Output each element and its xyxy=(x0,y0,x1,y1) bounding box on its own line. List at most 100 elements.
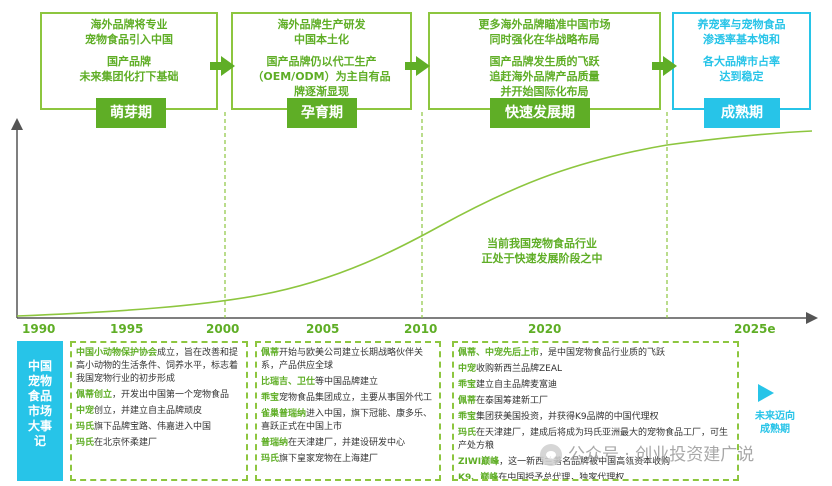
event-description: 宠物食品集团成立，主要从事国外代工 xyxy=(279,393,433,403)
event-subject: ZIWI巅峰 xyxy=(458,457,500,467)
event-item: 普瑞纳在天津建厂，并建设研发中心 xyxy=(261,437,435,450)
phase-text-line: 宠物食品引入中国 xyxy=(85,33,173,46)
event-description: ，是中国宠物食品行业质的飞跃 xyxy=(539,348,666,358)
future-note: 未来迈向 成熟期 xyxy=(745,410,805,436)
phase-text-line: 国产品牌仍以代工生产 xyxy=(266,55,377,68)
event-subject: 中国小动物保护协会 xyxy=(76,348,158,358)
year-label: 1995 xyxy=(110,322,144,336)
event-description: 等中国品牌建立 xyxy=(315,377,379,387)
event-subject: 乖宝 xyxy=(261,393,280,403)
event-subject: 乖宝 xyxy=(458,380,477,390)
side-title-line: 市场 xyxy=(27,404,52,418)
phase-text-line: 未来集团化打下基础 xyxy=(79,70,179,83)
event-item: 佩蒂、中宠先后上市，是中国宠物食品行业质的飞跃 xyxy=(458,347,733,360)
event-item: 中国小动物保护协会成立，旨在改善和提高小动物的生活条件、饲养水平，标志着我国宠物… xyxy=(76,347,242,386)
phase-text-line: 更多海外品牌瞄准中国市场 xyxy=(478,18,611,31)
phase-text-line: 国产品牌发生质的飞跃 xyxy=(489,55,600,68)
event-subject: 佩蒂 xyxy=(458,396,477,406)
future-arrow-icon xyxy=(758,384,774,402)
year-label: 2000 xyxy=(206,322,240,336)
phase-box-incubation: 海外品牌生产研发中国本土化国产品牌仍以代工生产 （OEM/ODM）为主自有品牌逐渐… xyxy=(231,12,412,110)
event-description: 创立，并建立自主品牌顽皮 xyxy=(94,406,203,416)
event-item: 玛氏旗下品牌宝路、伟嘉进入中国 xyxy=(76,421,242,434)
growth-curve xyxy=(16,130,813,317)
phase-text-line: 养宠率与宠物食品 xyxy=(697,18,786,31)
side-title-line: 记 xyxy=(33,434,46,448)
phase-text-line xyxy=(430,47,659,54)
phase-label-mature: 成熟期 xyxy=(704,98,780,128)
wechat-icon xyxy=(540,444,562,466)
future-note-line: 成熟期 xyxy=(760,424,790,435)
watermark-text: 公众号 · 创业投资建广说 xyxy=(568,445,755,465)
phase-text-line xyxy=(233,47,410,54)
event-description: 建立自主品牌麦富迪 xyxy=(476,380,558,390)
current-stage-line: 当前我国宠物食品行业 xyxy=(487,237,597,250)
events-2000s: 佩蒂开始与欧美公司建立长期战略伙伴关系，产品供应全球比瑞吉、卫仕等中国品牌建立乖… xyxy=(255,341,441,481)
phase-box-germination: 海外品牌将专业宠物食品引入中国国产品牌未来集团化打下基础 xyxy=(40,12,218,110)
event-item: 佩蒂创立，开发出中国第一个宠物食品 xyxy=(76,389,242,402)
event-item: 佩蒂在泰国筹建新工厂 xyxy=(458,395,733,408)
event-subject: 佩蒂、中宠先后上市 xyxy=(458,348,540,358)
phase-text-line: 国产品牌 xyxy=(107,55,151,68)
side-title-line: 食品 xyxy=(27,389,52,403)
phase-text-line: （OEM/ODM）为主自有品 xyxy=(252,70,391,83)
event-description: 开始与欧美公司建立长期战略伙伴关系，产品供应全球 xyxy=(261,348,424,371)
event-item: K9、巅峰在中国授予总代理，独家代理权 xyxy=(458,472,733,481)
event-item: 比瑞吉、卫仕等中国品牌建立 xyxy=(261,376,435,389)
phase-box-mature: 养宠率与宠物食品渗透率基本饱和各大品牌市占率达到稳定 xyxy=(672,12,811,110)
events-1990s: 中国小动物保护协会成立，旨在改善和提高小动物的生活条件、饲养水平，标志着我国宠物… xyxy=(70,341,248,481)
event-description: ，这一新西兰著名品牌被中国高瓴资本收购 xyxy=(499,457,671,467)
event-description: 在天津建厂，并建设研发中心 xyxy=(288,438,406,448)
phase-text-line: 海外品牌将专业 xyxy=(90,18,168,31)
year-label: 2020 xyxy=(528,322,562,336)
event-description: ，开发出中国第一个宠物食品 xyxy=(112,390,230,400)
phase-text-line: 牌逐渐显现 xyxy=(294,85,349,98)
event-description: 收购新西兰品牌ZEAL xyxy=(476,364,563,374)
event-description: 成立，旨在改善和提高小动物的生活条件、饲养水平，标志着我国宠物行业的初步形成 xyxy=(76,348,239,384)
phase-arrow-icon xyxy=(405,56,430,76)
phase-text-line: 渗透率基本饱和 xyxy=(703,33,780,46)
event-description: 集团获美国投资，并获得K9品牌的中国代理权 xyxy=(476,412,659,422)
phase-text-line: 中国本土化 xyxy=(294,33,349,46)
event-item: 乖宝建立自主品牌麦富迪 xyxy=(458,379,733,392)
current-stage-line: 正处于快速发展阶段之中 xyxy=(481,252,603,265)
phase-arrow-icon xyxy=(210,56,235,76)
event-subject: 雀巢普瑞纳 xyxy=(261,409,307,419)
phase-text-line: 追赶海外品牌产品质量 xyxy=(489,70,600,83)
event-description: 旗下品牌宝路、伟嘉进入中国 xyxy=(94,422,212,432)
event-description: 在泰国筹建新工厂 xyxy=(476,396,549,406)
year-label: 2005 xyxy=(306,322,340,336)
phase-text-line: 海外品牌生产研发 xyxy=(277,18,366,31)
event-item: 中宠收购新西兰品牌ZEAL xyxy=(458,363,733,376)
event-subject: 玛氏 xyxy=(76,422,95,432)
event-item: 雀巢普瑞纳进入中国，旗下冠能、康多乐、喜跃正式在中国上市 xyxy=(261,408,435,434)
event-subject: 玛氏 xyxy=(76,438,95,448)
side-title-line: 大事 xyxy=(27,419,52,433)
phase-text-line: 达到稳定 xyxy=(719,70,764,83)
phase-text-line: 同时强化在华战略布局 xyxy=(489,33,600,46)
phase-label-rapid-growth: 快速发展期 xyxy=(490,98,590,128)
event-description: 在中国授予总代理，独家代理权 xyxy=(498,473,625,481)
year-label: 2010 xyxy=(404,322,438,336)
event-item: 玛氏在北京怀柔建厂 xyxy=(76,437,242,450)
events-side-title: 中国 宠物 食品 市场 大事 记 xyxy=(17,341,63,481)
phase-text-line xyxy=(42,47,216,54)
event-subject: 普瑞纳 xyxy=(261,438,289,448)
event-description: 进入中国，旗下冠能、康多乐、喜跃正式在中国上市 xyxy=(261,409,433,432)
phase-label-incubation: 孕育期 xyxy=(287,98,357,128)
event-subject: 玛氏 xyxy=(261,454,280,464)
event-subject: 中宠 xyxy=(458,364,477,374)
event-item: ZIWI巅峰，这一新西兰著名品牌被中国高瓴资本收购 xyxy=(458,456,733,469)
event-item: 玛氏旗下皇家宠物在上海建厂 xyxy=(261,453,435,466)
event-item: 中宠创立，并建立自主品牌顽皮 xyxy=(76,405,242,418)
side-title-line: 宠物 xyxy=(27,374,52,388)
event-description: 在天津建厂，建成后将成为玛氏亚洲最大的宠物食品工厂，可生产处方粮 xyxy=(458,428,729,451)
side-title-line: 中国 xyxy=(27,359,52,373)
phase-arrow-icon xyxy=(652,56,677,76)
phase-box-rapid-growth: 更多海外品牌瞄准中国市场同时强化在华战略布局国产品牌发生质的飞跃追赶海外品牌产品… xyxy=(428,12,661,110)
event-item: 乖宝宠物食品集团成立，主要从事国外代工 xyxy=(261,392,435,405)
event-item: 佩蒂开始与欧美公司建立长期战略伙伴关系，产品供应全球 xyxy=(261,347,435,373)
phase-text-line: 并开始国际化布局 xyxy=(500,85,589,98)
